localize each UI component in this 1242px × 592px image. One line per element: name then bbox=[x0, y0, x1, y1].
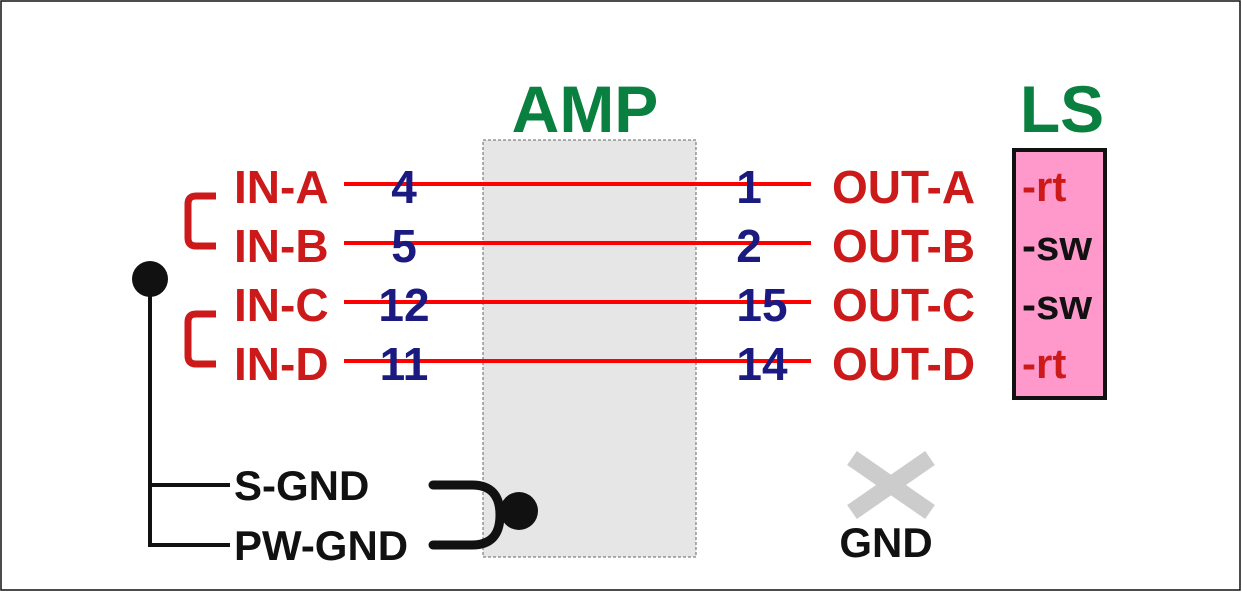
speaker-terminal-4: -rt bbox=[1022, 340, 1066, 387]
input-pin-a: 4 bbox=[391, 161, 417, 213]
output-pin-c: 15 bbox=[736, 279, 787, 331]
input-label-c: IN-C bbox=[234, 279, 329, 331]
speaker-terminal-2: -sw bbox=[1022, 222, 1092, 269]
s-gnd-label: S-GND bbox=[234, 462, 369, 509]
output-pin-b: 2 bbox=[736, 220, 762, 272]
input-label-b: IN-B bbox=[234, 220, 329, 272]
output-pin-a: 1 bbox=[736, 161, 762, 213]
input-pin-d: 11 bbox=[380, 338, 429, 390]
ground-wire-main bbox=[148, 279, 230, 547]
ground-bridge-dot bbox=[500, 492, 538, 530]
pw-gnd-label: PW-GND bbox=[234, 522, 408, 569]
ls-title: LS bbox=[1020, 72, 1104, 146]
bridge-bracket-cd bbox=[184, 310, 216, 368]
amp-title: AMP bbox=[512, 72, 659, 146]
input-pin-b: 5 bbox=[391, 220, 417, 272]
speaker-box bbox=[1012, 148, 1107, 400]
output-label-c: OUT-C bbox=[832, 279, 975, 331]
speaker-terminal-1: -rt bbox=[1022, 163, 1066, 210]
output-label-a: OUT-A bbox=[832, 161, 975, 213]
cross-icon bbox=[847, 451, 935, 519]
output-label-d: OUT-D bbox=[832, 338, 975, 390]
speaker-terminal-3: -sw bbox=[1022, 281, 1092, 328]
input-label-d: IN-D bbox=[234, 338, 329, 390]
input-label-a: IN-A bbox=[234, 161, 329, 213]
output-gnd-label: GND bbox=[839, 519, 932, 566]
bridge-bracket-ab bbox=[184, 192, 216, 250]
input-pin-c: 12 bbox=[378, 279, 429, 331]
amp-body bbox=[482, 139, 697, 558]
output-label-b: OUT-B bbox=[832, 220, 975, 272]
output-pin-d: 14 bbox=[736, 338, 788, 390]
ground-bridge-wire bbox=[428, 480, 505, 550]
